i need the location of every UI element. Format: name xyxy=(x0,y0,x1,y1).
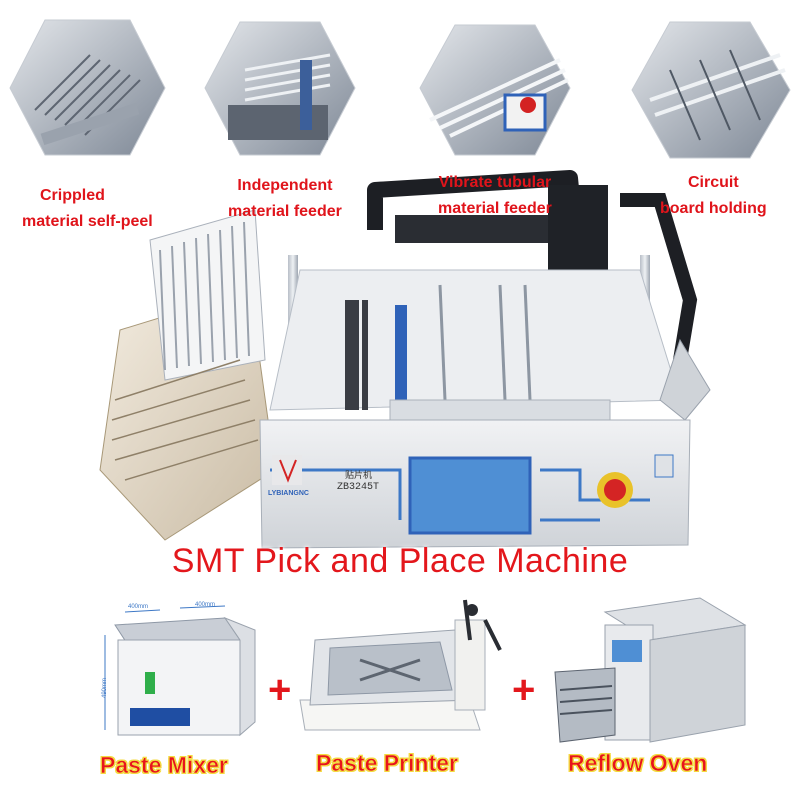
feature-4-line2: board holding xyxy=(660,200,767,217)
model-label: ZB3245T xyxy=(337,482,380,493)
feature-1-line2: material self-peel xyxy=(22,213,153,230)
feature-thumbnail-3 xyxy=(419,24,571,156)
mixer-dim-side: 490mm xyxy=(102,677,109,699)
machine-body xyxy=(259,419,691,549)
main-title: SMT Pick and Place Machine xyxy=(171,542,629,580)
brand-label: LYBIANGNC xyxy=(268,490,309,497)
feature-2-line1: Independent xyxy=(237,177,333,194)
paste-mixer-label: Paste Mixer xyxy=(100,752,228,779)
plus-sign-2: + xyxy=(512,668,536,712)
feature-label-4: Circuit board holding xyxy=(660,170,767,222)
reflow-oven xyxy=(554,597,747,743)
paste-printer xyxy=(299,599,502,731)
feature-label-2: Independent material feeder xyxy=(228,173,342,225)
plus-sign-1: + xyxy=(268,668,292,712)
feature-thumbnail-1 xyxy=(9,19,166,156)
paste-printer-label: Paste Printer xyxy=(316,750,459,777)
tape-feeder-rack xyxy=(99,209,276,541)
feature-1-line1: Crippled xyxy=(40,187,105,204)
feature-label-3: Vibrate tubular material feeder xyxy=(438,170,552,222)
paste-mixer xyxy=(104,605,256,737)
feature-label-1: Crippled material self-peel xyxy=(22,183,153,235)
model-cn-label: 贴片机 xyxy=(345,470,373,480)
control-screen xyxy=(408,456,532,535)
feature-4-line1: Circuit xyxy=(687,174,739,191)
feature-thumbnail-2 xyxy=(204,21,356,156)
feature-3-line2: material feeder xyxy=(438,200,552,217)
feature-thumbnail-4 xyxy=(631,21,791,159)
mixer-dim-left: 400mm xyxy=(128,604,149,610)
feature-2-line2: material feeder xyxy=(228,203,342,220)
mixer-dim-right: 400mm xyxy=(195,602,216,608)
work-table xyxy=(269,269,711,421)
feature-3-line1: Vibrate tubular xyxy=(438,174,552,191)
reflow-oven-label: Reflow Oven xyxy=(568,750,708,777)
